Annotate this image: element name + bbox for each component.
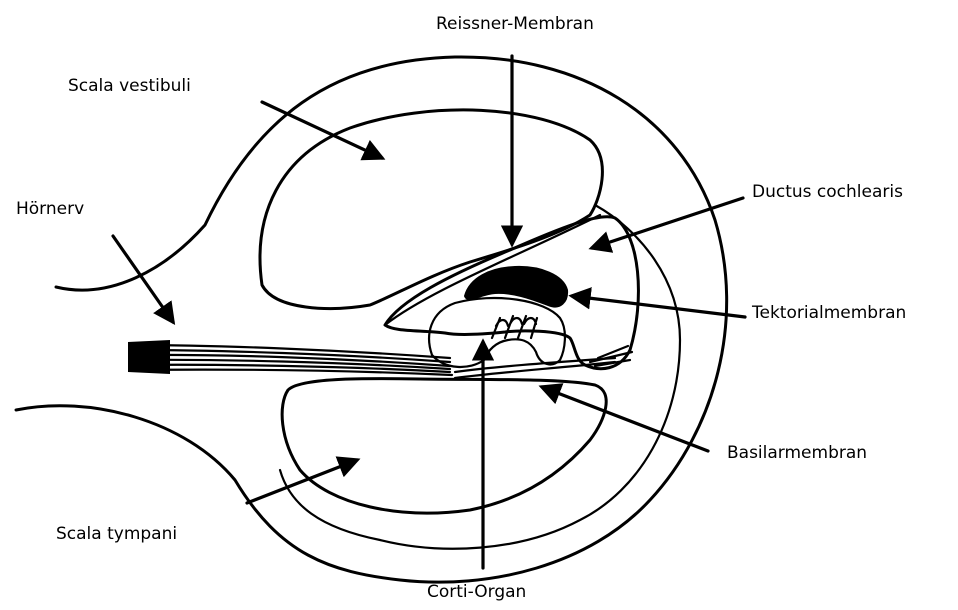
label-basilarmembran: Basilarmembran <box>727 445 867 462</box>
label-scala-tympani: Scala tympani <box>56 526 177 543</box>
scala-tympani-chamber <box>282 379 606 513</box>
arrow-basilar <box>542 387 708 451</box>
label-hoernerv: Hörnerv <box>16 201 84 218</box>
arrow-scala-vestibuli <box>262 102 382 158</box>
arrow-hoernerv <box>113 236 173 322</box>
label-scala-vestibuli: Scala vestibuli <box>68 78 191 95</box>
hair-cells <box>492 316 537 338</box>
label-reissner-membran: Reissner-Membran <box>436 16 594 33</box>
label-corti-organ: Corti-Organ <box>427 584 526 601</box>
label-tektorialmembran: Tektorialmembran <box>752 305 906 322</box>
arrow-tektorial <box>572 296 745 317</box>
outer-wall-upper <box>16 57 727 582</box>
auditory-nerve-bundle <box>128 340 452 375</box>
label-ductus-cochlearis: Ductus cochlearis <box>752 184 903 201</box>
